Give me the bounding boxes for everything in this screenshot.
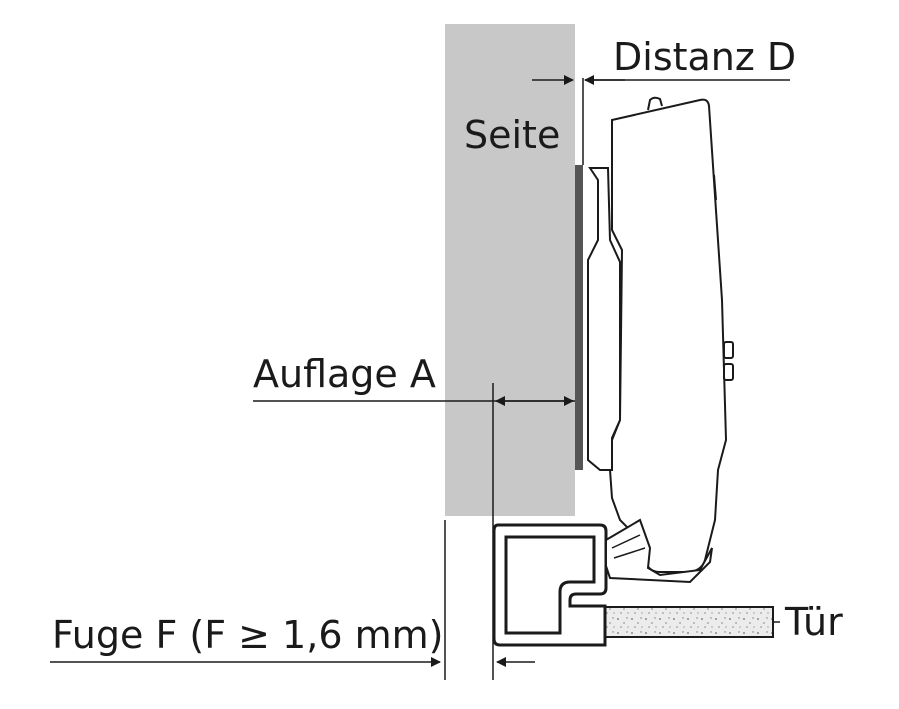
mounting-plate (575, 165, 583, 470)
label-fuge: Fuge F (F ≥ 1,6 mm) (52, 613, 443, 657)
hinge-body (608, 98, 728, 573)
side-panel (445, 24, 575, 516)
hinge-inner-contour (587, 167, 621, 471)
door-frame-profile (492, 523, 608, 647)
label-tuer: Tür (784, 600, 843, 644)
hinge-arm-detail (611, 534, 646, 559)
hinge-screw-bottom (723, 363, 734, 381)
label-distanz: Distanz D (613, 35, 796, 79)
label-seite: Seite (464, 113, 560, 157)
hinge-arm (605, 518, 713, 584)
label-auflage: Auflage A (253, 352, 436, 396)
hinge-edge (713, 174, 717, 201)
hinge-knob (647, 96, 663, 111)
hinge-screw-top (723, 341, 734, 359)
